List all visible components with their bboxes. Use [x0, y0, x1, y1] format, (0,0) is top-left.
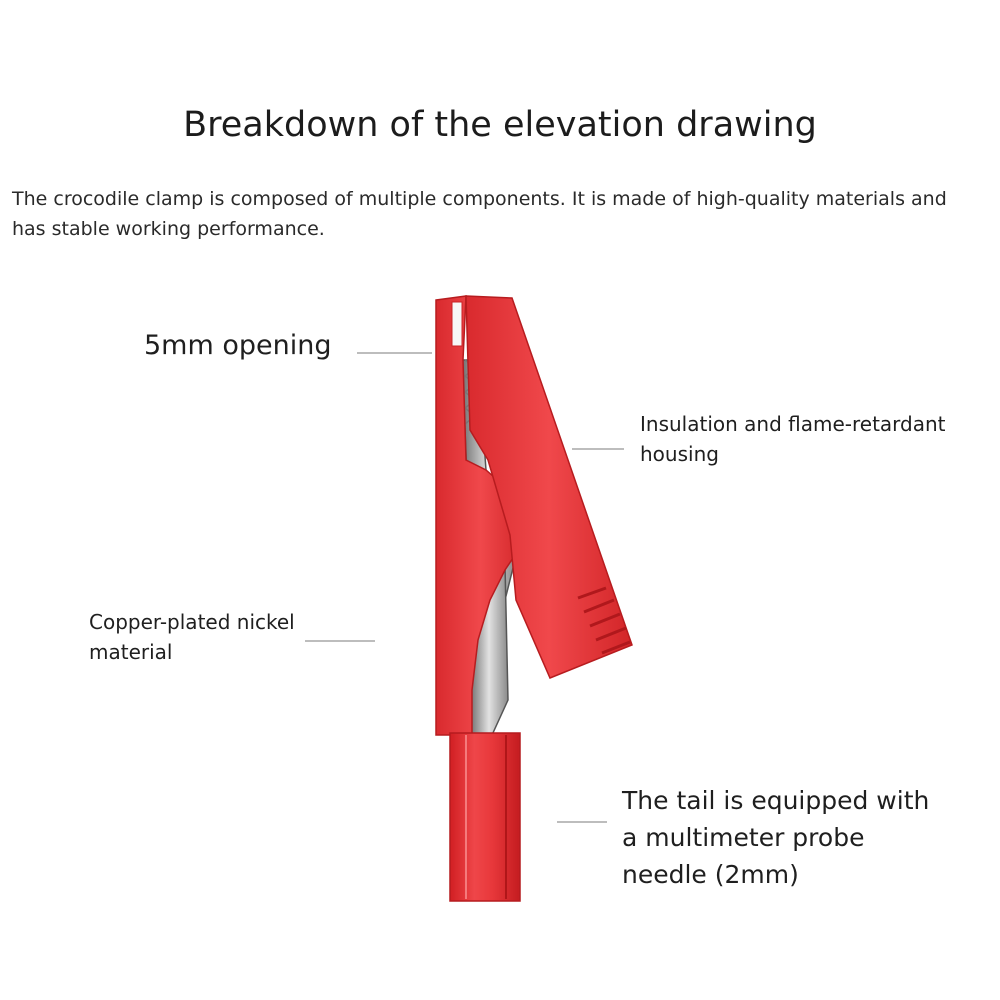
right-housing: [465, 295, 633, 679]
grip-ridges: [577, 586, 631, 655]
leader-line-housing: [572, 448, 624, 450]
leader-line-tail: [557, 821, 607, 823]
tail-tube: [449, 732, 521, 902]
callout-copper-label: Copper-plated nickel material: [89, 610, 295, 664]
callout-housing-label: Insulation and flame-retardant housing: [640, 412, 946, 466]
description-text: The crocodile clamp is composed of multi…: [12, 188, 947, 240]
page-title: Breakdown of the elevation drawing: [183, 105, 817, 145]
leader-line-copper: [305, 640, 375, 642]
leader-line-opening: [357, 352, 432, 354]
callout-opening-label: 5mm opening: [144, 330, 332, 361]
callout-tail-label: The tail is equipped with a multimeter p…: [622, 786, 930, 889]
